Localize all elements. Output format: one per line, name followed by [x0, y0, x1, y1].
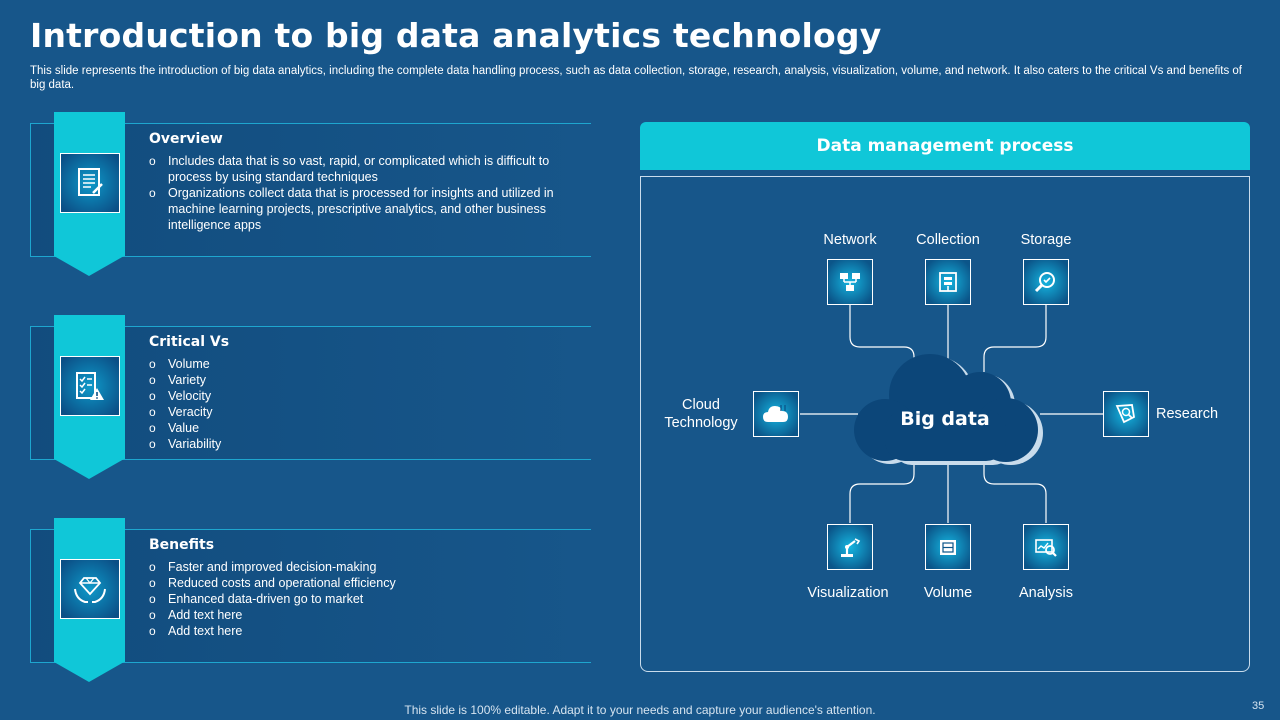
section-heading: Critical Vs — [149, 334, 230, 350]
connector-analysis — [983, 461, 1047, 523]
collection-icon — [925, 259, 971, 305]
list-item: Includes data that is so vast, rapid, or… — [149, 153, 589, 185]
section-overview: Overview Includes data that is so vast, … — [30, 112, 591, 282]
list-item: Variety — [149, 372, 579, 388]
section-list: Includes data that is so vast, rapid, or… — [149, 153, 589, 233]
cloud-label-line1: Cloud — [682, 397, 720, 413]
list-item: Veracity — [149, 404, 579, 420]
diagram-header: Data management process — [640, 122, 1250, 170]
node-label-analysis: Analysis — [1019, 585, 1073, 601]
node-label-research: Research — [1156, 406, 1219, 422]
list-item: Add text here — [149, 623, 579, 639]
node-label-visualization: Visualization — [807, 585, 889, 601]
connector-visualization — [849, 461, 915, 523]
section-heading: Benefits — [149, 537, 215, 553]
list-item: Velocity — [149, 388, 579, 404]
list-item: Variability — [149, 436, 579, 452]
storage-search-icon — [1023, 259, 1069, 305]
node-label-cloud: Cloud Technology — [660, 396, 742, 432]
cloud-shape — [854, 354, 1043, 465]
section-list: Volume Variety Velocity Veracity Value V… — [149, 356, 579, 452]
list-item: Volume — [149, 356, 579, 372]
section-ribbon-tip — [54, 459, 124, 479]
page-number: 35 — [1252, 700, 1265, 712]
section-ribbon-tip — [54, 256, 124, 276]
connector-storage — [983, 305, 1047, 372]
cloud-icon — [753, 391, 799, 437]
footer-note: This slide is 100% editable. Adapt it to… — [404, 703, 876, 717]
section-ribbon-tip — [54, 662, 124, 682]
document-icon — [60, 153, 120, 213]
cloud-label-line2: Technology — [664, 415, 738, 431]
robot-arm-icon — [827, 524, 873, 570]
list-item: Organizations collect data that is proce… — [149, 185, 589, 233]
slide-title: Introduction to big data analytics techn… — [30, 16, 882, 55]
section-benefits: Benefits Faster and improved decision-ma… — [30, 518, 591, 688]
list-item: Reduced costs and operational efficiency — [149, 575, 579, 591]
checklist-warning-icon — [60, 356, 120, 416]
node-label-network: Network — [823, 232, 877, 248]
list-item: Add text here — [149, 607, 579, 623]
diamond-hands-icon — [60, 559, 120, 619]
node-label-storage: Storage — [1020, 232, 1072, 248]
analysis-icon — [1023, 524, 1069, 570]
big-data-label: Big data — [900, 408, 990, 430]
volume-icon — [925, 524, 971, 570]
node-label-volume: Volume — [923, 585, 973, 601]
research-icon — [1103, 391, 1149, 437]
node-label-collection: Collection — [916, 232, 980, 248]
list-item: Faster and improved decision-making — [149, 559, 579, 575]
section-heading: Overview — [149, 131, 223, 147]
section-list: Faster and improved decision-making Redu… — [149, 559, 579, 639]
slide-subtitle: This slide represents the introduction o… — [30, 65, 1242, 91]
network-icon — [827, 259, 873, 305]
section-critical-vs: Critical Vs Volume Variety Velocity Vera… — [30, 315, 591, 485]
list-item: Enhanced data-driven go to market — [149, 591, 579, 607]
diagram-panel — [640, 176, 1250, 672]
list-item: Value — [149, 420, 579, 436]
connector-network — [849, 305, 915, 372]
